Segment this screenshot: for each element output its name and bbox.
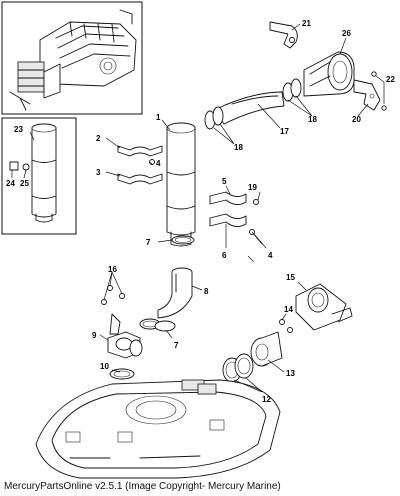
copyright-caption: MercuryPartsOnline v2.5.1 (Image Copyrig… [4,481,281,492]
coupler-13 [250,331,283,367]
callout-10: 10 [100,362,109,371]
callout-6: 6 [222,251,227,260]
callout-16: 16 [108,265,117,274]
elbow-hose-8 [157,267,193,319]
callout-22: 22 [386,75,395,84]
callout-24: 24 [6,179,15,188]
bracket-5 [209,191,247,205]
engine-thumbnail-inset [1,1,143,115]
detail-inset-box [1,117,77,235]
screw-14b [287,327,293,333]
screw-16c [101,299,107,305]
callout-4b: 4 [268,251,273,260]
callout-4a: 4 [156,159,161,168]
callout-17: 17 [280,127,289,136]
fitting-9 [107,313,143,359]
callout-8: 8 [204,287,209,296]
callout-18b: 18 [308,115,317,124]
bracket-3 [117,173,163,185]
clamp-7-lower [139,318,176,332]
callout-1: 1 [156,113,161,122]
hose-17 [213,91,285,125]
screw-22a [371,71,377,77]
callout-3: 3 [96,168,101,177]
silencer-26 [303,51,355,97]
callout-13: 13 [286,369,295,378]
callout-labels: 1 2 3 4 5 6 19 4 7 7 8 9 10 12 13 14 15 … [6,19,395,404]
exhaust-tube-1 [166,122,196,247]
base-housing [35,379,281,479]
callout-12: 12 [262,395,271,404]
callout-19: 19 [248,183,257,192]
valve-15 [295,283,353,331]
bracket-21 [269,21,298,49]
callout-15: 15 [286,273,295,282]
callout-9: 9 [92,331,97,340]
callout-18a: 18 [234,143,243,152]
bracket-2 [117,145,163,157]
callout-5: 5 [222,177,227,186]
bracket-20 [353,79,381,111]
screw-14a [279,319,285,325]
callout-20: 20 [352,115,361,124]
screw-16b [119,293,125,299]
clamps-18-right [282,78,302,102]
callout-7b: 7 [174,341,179,350]
bracket-6 [209,213,247,227]
callout-25: 25 [20,179,29,188]
clamp-7-upper [171,235,195,245]
gaskets-12 [222,353,254,383]
screw-4a [149,159,155,165]
callout-14: 14 [284,305,293,314]
clamps-18-left [204,106,224,130]
callout-23: 23 [14,125,23,134]
leader-lines [11,23,385,393]
callout-21: 21 [302,19,311,28]
callout-2: 2 [96,134,101,143]
screw-19 [253,199,259,205]
screw-22b [381,105,387,111]
callout-7a: 7 [146,238,151,247]
callout-26: 26 [342,29,351,38]
